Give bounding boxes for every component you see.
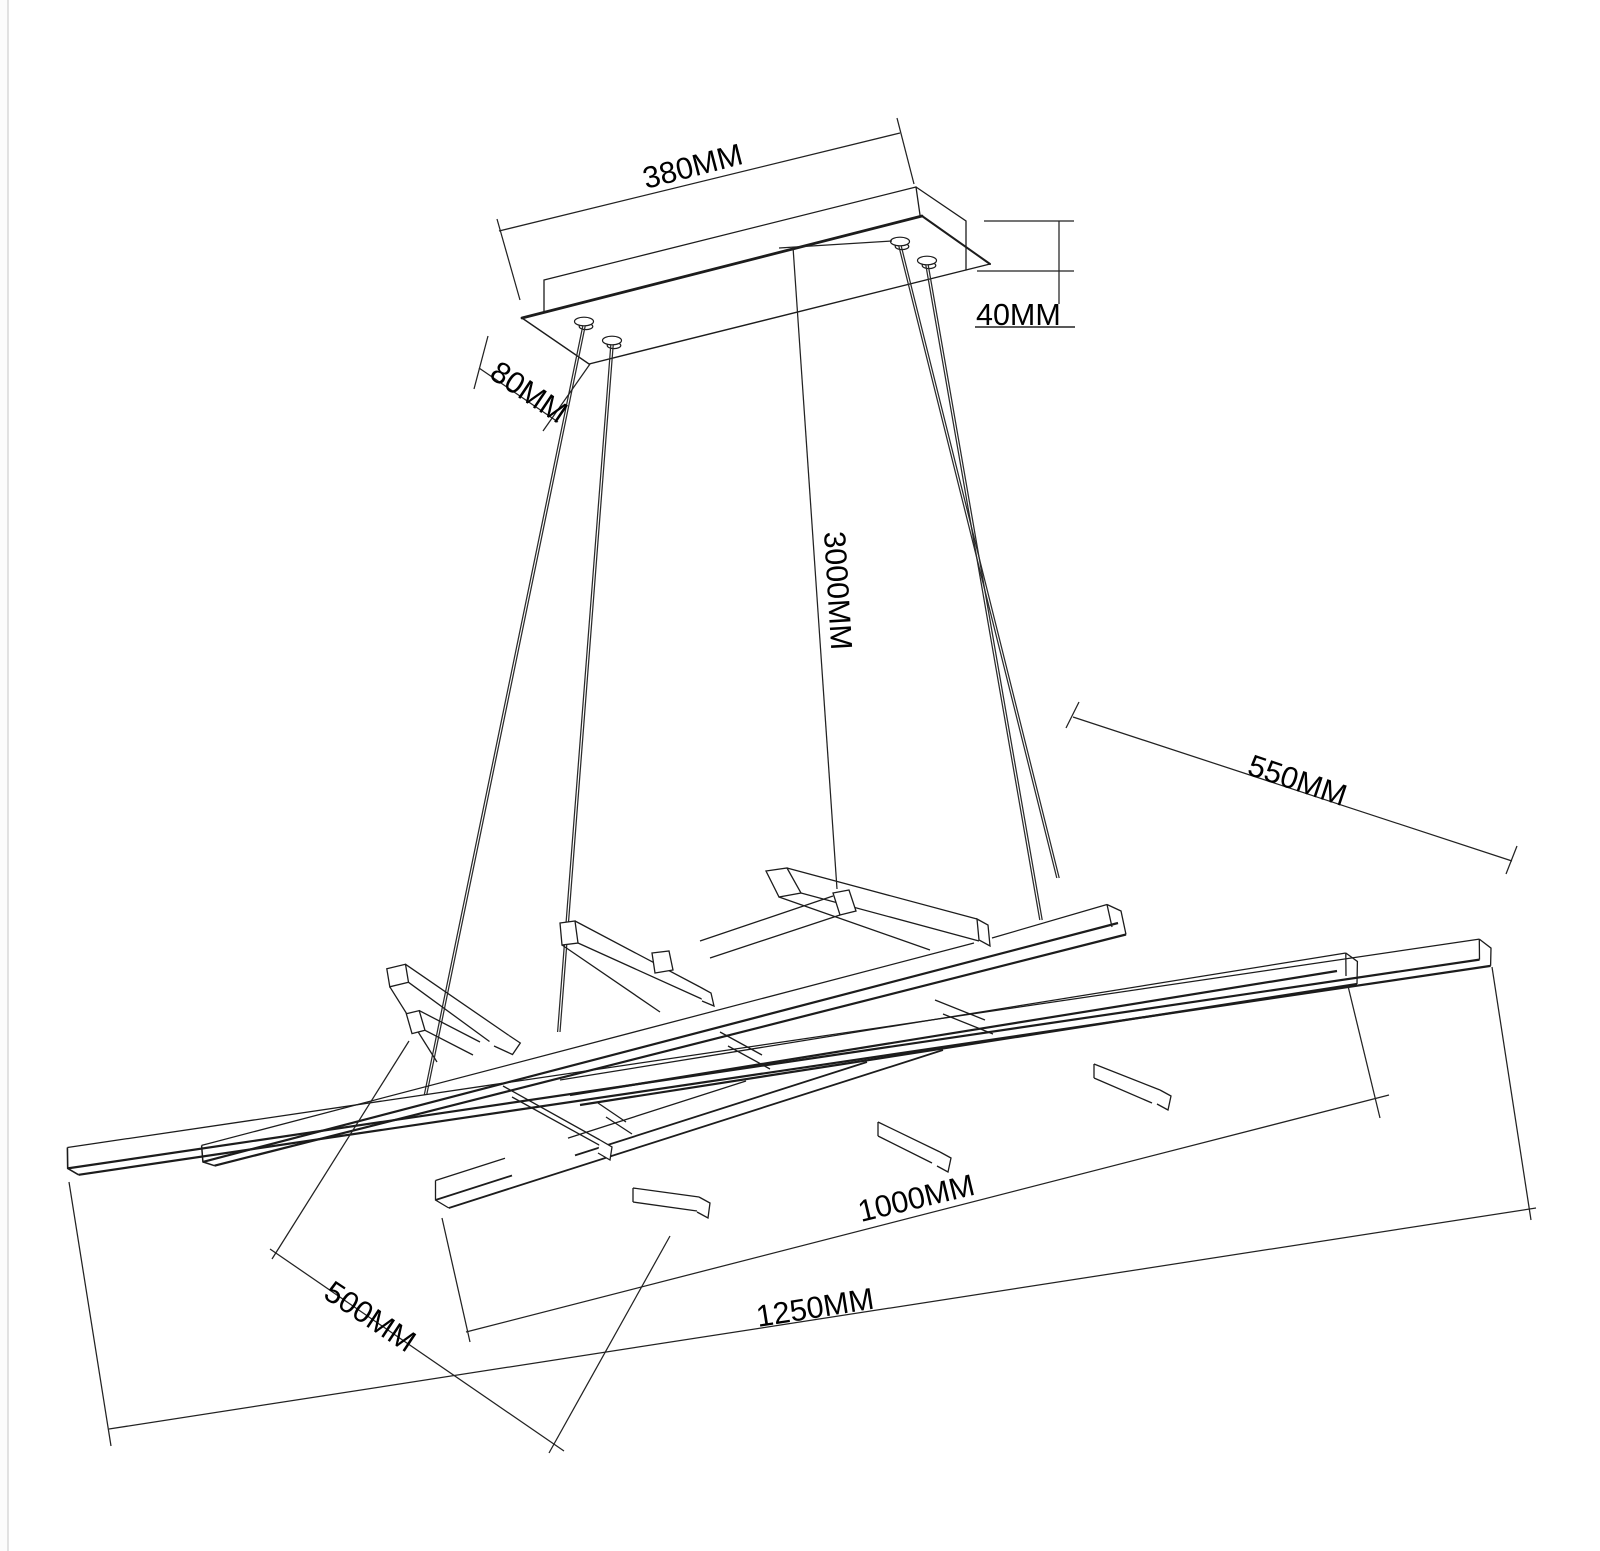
svg-text:40MM: 40MM [976, 298, 1061, 332]
svg-text:3000MM: 3000MM [817, 530, 858, 651]
